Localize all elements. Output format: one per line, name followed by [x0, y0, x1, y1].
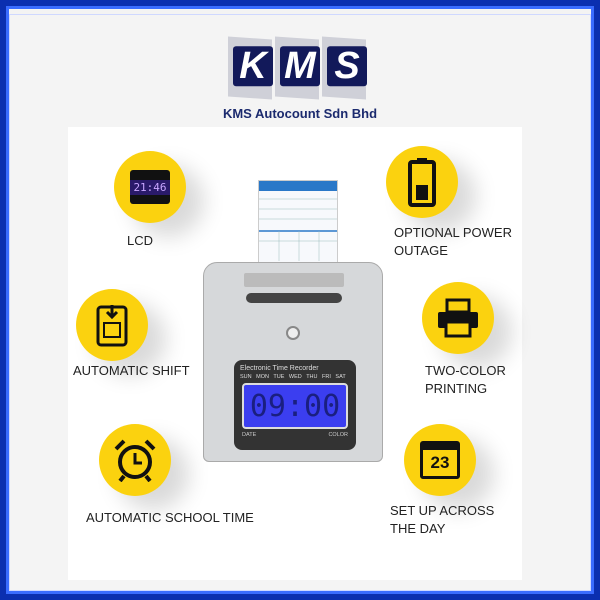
button-row [246, 293, 342, 303]
panel-title: Electronic Time Recorder [240, 365, 319, 372]
lcd-icon-text: 21:46 [130, 179, 170, 195]
battery-icon [408, 158, 436, 207]
logo-letter: K [233, 45, 273, 87]
shift-feature [76, 289, 148, 361]
printer-icon [438, 298, 478, 338]
lcd-feature: 21:46 [114, 151, 186, 223]
company-name: KMS Autocount Sdn Bhd [222, 106, 378, 121]
kms-logo: K M S [228, 36, 367, 100]
feature-label: OPTIONAL POWER OUTAGE [394, 225, 512, 258]
time-display: 09:00 [242, 383, 348, 429]
printing-feature [422, 282, 494, 354]
device-screen: Electronic Time Recorder SUN MON TUE WED… [234, 360, 356, 450]
clipboard-icon [96, 305, 128, 347]
feature-label: SET UP ACROSS THE DAY [390, 503, 495, 536]
feature-label: AUTOMATIC SHIFT [73, 363, 190, 378]
feature-label: TWO-COLOR PRINTING [425, 363, 506, 396]
date-label: DATE [242, 432, 257, 438]
school-time-feature [99, 424, 171, 496]
calendar-date: 23 [430, 453, 450, 472]
power-feature [386, 146, 458, 218]
feature-label: LCD [127, 233, 154, 248]
feature-label: AUTOMATIC SCHOOL TIME [86, 510, 254, 525]
lcd-icon: 21:46 [130, 170, 170, 204]
time-card: ​ [258, 180, 338, 264]
time-recorder: Electronic Time Recorder SUN MON TUE WED… [203, 262, 383, 462]
day-setup-feature: 23 [404, 424, 476, 496]
calendar-icon: 23 [420, 441, 460, 479]
logo-letter: M [280, 45, 320, 87]
color-label: COLOR [328, 432, 348, 438]
weekdays: SUN MON TUE WED THU FRI SAT [240, 374, 346, 380]
logo-letter: S [327, 45, 367, 87]
key-lock-icon [286, 326, 300, 340]
alarm-clock-icon [114, 439, 156, 482]
